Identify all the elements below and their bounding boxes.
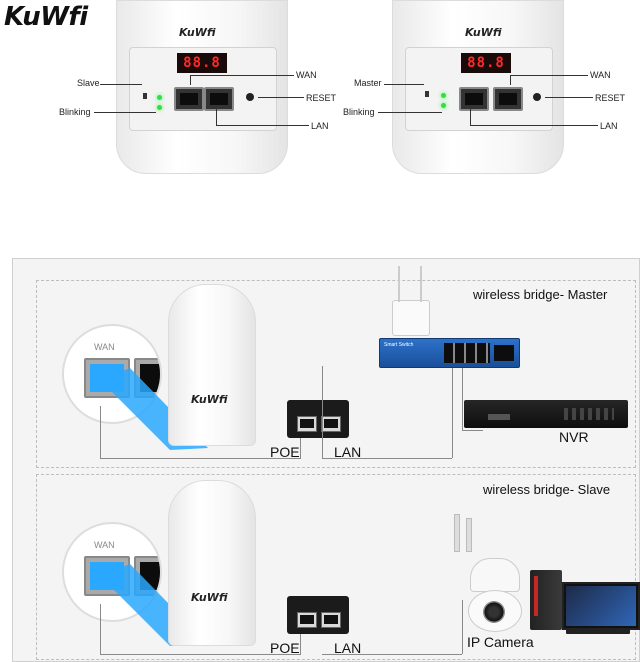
master-wire-lan-bottom	[322, 458, 452, 460]
right-device-mode-switch	[425, 91, 429, 97]
master-wire-device-to-poe	[100, 406, 301, 459]
left-pointer-lan-rise	[216, 107, 217, 125]
right-label-master: Master	[354, 78, 382, 88]
slave-wire-lan-bottom	[322, 654, 462, 656]
left-label-blinking: Blinking	[59, 107, 91, 117]
camera-dome	[468, 590, 522, 632]
right-pointer-lan	[470, 125, 598, 126]
switch-label: Smart Switch	[384, 342, 413, 348]
slave-pc-tower	[530, 570, 562, 630]
slave-section-title: wireless bridge- Slave	[483, 482, 610, 497]
pc-monitor-screen	[566, 586, 636, 626]
right-pointer-wan	[510, 75, 588, 76]
camera-antenna-2	[466, 518, 472, 552]
left-pointer-wan-drop	[190, 75, 191, 85]
right-label-blinking: Blinking	[343, 107, 375, 117]
right-device-brand: KuWfi	[465, 26, 502, 39]
left-device-led-display: 88.8	[177, 53, 227, 73]
master-device-brand: KuWfi	[191, 393, 228, 406]
master-zoom-wan-label: WAN	[94, 342, 115, 352]
left-device-led-1	[157, 95, 162, 100]
left-label-lan: LAN	[311, 121, 329, 131]
slave-camera-label: IP Camera	[467, 634, 534, 650]
left-device-reset-button	[246, 93, 254, 101]
camera-head	[470, 558, 520, 592]
right-device-led-display: 88.8	[461, 53, 511, 73]
left-pointer-blinking	[94, 112, 156, 113]
right-label-reset: RESET	[595, 93, 625, 103]
left-label-wan: WAN	[296, 70, 317, 80]
left-cpe-device: KuWfi 88.8	[116, 0, 288, 174]
slave-poe-port-2	[321, 612, 341, 628]
master-wire-poe-drop	[300, 438, 302, 458]
slave-wire-poe-drop	[300, 634, 302, 654]
master-wire-poe-to-switch	[322, 366, 443, 458]
master-router-antenna-2	[420, 266, 422, 302]
master-section-title: wireless bridge- Master	[473, 287, 607, 302]
camera-antenna-1	[454, 514, 460, 552]
left-pointer-reset	[258, 97, 304, 98]
left-pointer-slave	[100, 84, 142, 85]
left-label-slave: Slave	[77, 78, 100, 88]
right-device-reset-button	[533, 93, 541, 101]
switch-uplink-ports	[494, 345, 514, 361]
camera-lens	[483, 601, 505, 623]
left-device-mode-switch	[143, 93, 147, 99]
right-device-led-2	[441, 103, 446, 108]
right-pointer-lan-rise	[470, 107, 471, 125]
left-device-wan-port	[174, 87, 204, 111]
right-pointer-wan-drop	[510, 75, 511, 85]
master-router-antenna-1	[398, 266, 400, 302]
right-label-wan: WAN	[590, 70, 611, 80]
slave-pc-keyboard	[566, 628, 630, 634]
left-pointer-lan	[216, 125, 309, 126]
switch-ports	[444, 343, 490, 363]
left-device-lan-port	[204, 87, 234, 111]
left-device-brand: KuWfi	[179, 26, 216, 39]
brand-logo: KuWfi	[4, 2, 88, 32]
left-label-reset: RESET	[306, 93, 336, 103]
master-wire-switch-drop	[452, 366, 454, 458]
right-pointer-reset	[545, 97, 593, 98]
master-nvr	[464, 400, 628, 428]
left-device-led-2	[157, 105, 162, 110]
slave-ip-camera	[446, 514, 522, 630]
right-pointer-blinking	[378, 112, 442, 113]
right-device-led-1	[441, 93, 446, 98]
right-label-lan: LAN	[600, 121, 618, 131]
nvr-display	[488, 414, 510, 420]
master-nvr-label: NVR	[559, 429, 589, 445]
nvr-buttons	[564, 408, 614, 420]
right-pointer-master	[384, 84, 424, 85]
left-pointer-wan	[190, 75, 294, 76]
slave-device-brand: KuWfi	[191, 591, 228, 604]
slave-wire-device-to-poe	[100, 604, 301, 655]
pc-tower-accent	[534, 576, 538, 616]
master-router	[392, 300, 430, 336]
slave-pc-monitor	[562, 582, 640, 630]
right-device-lan-port	[493, 87, 523, 111]
master-smart-switch: Smart Switch	[379, 338, 520, 368]
right-device-wan-port	[459, 87, 489, 111]
right-cpe-device: KuWfi 88.8	[392, 0, 564, 174]
slave-zoom-wan-label: WAN	[94, 540, 115, 550]
